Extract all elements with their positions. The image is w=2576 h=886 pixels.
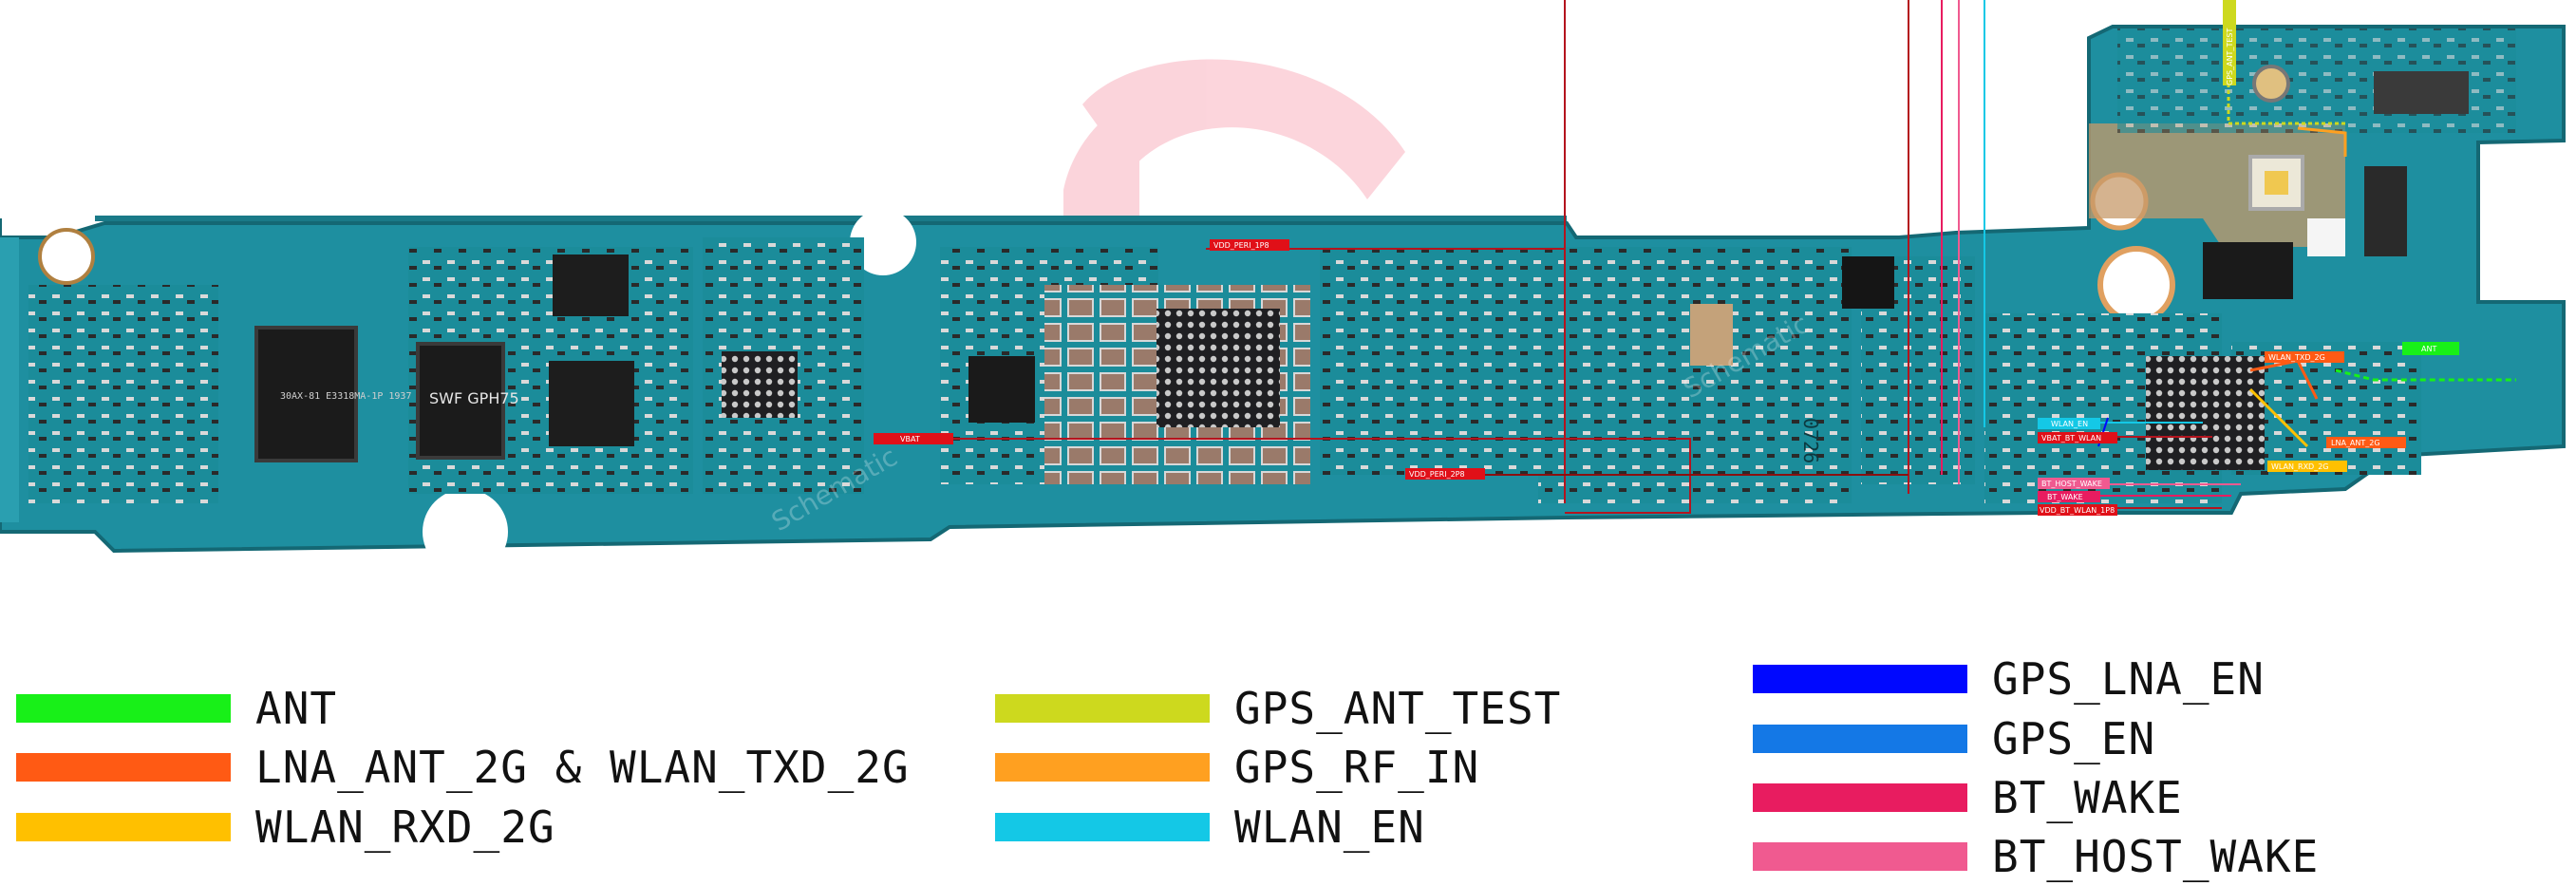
tag-vbat-bt-wlan: VBAT_BT_WLAN [2038,432,2117,443]
svg-text:ANT: ANT [2421,345,2436,353]
legend-label: WLAN_EN [1234,801,1425,853]
legend-swatch [16,813,231,841]
svg-text:VDD_PERI_1P8: VDD_PERI_1P8 [1213,241,1269,250]
svg-text:WLAN_EN: WLAN_EN [2051,420,2088,428]
legend-swatch [1753,665,1967,693]
legend-item-gps-lna-en: GPS_LNA_EN [1753,653,2265,705]
tag-wlan-en: WLAN_EN [2038,418,2100,429]
tag-vbat: VBAT [874,433,953,444]
legend-label: GPS_RF_IN [1234,742,1480,793]
legend-label: ANT [255,683,338,734]
legend-item-bt-wake: BT_WAKE [1753,772,2183,823]
legend-swatch [995,813,1210,841]
tag-vdd-peri-1p8: VDD_PERI_1P8 [1210,239,1289,251]
svg-text:VDD_PERI_2P8: VDD_PERI_2P8 [1409,470,1465,479]
pm-chip-marking: SWF GPH75 [429,389,519,407]
svg-text:BT_WAKE: BT_WAKE [2047,493,2083,501]
legend-item-bt-host-wake: BT_HOST_WAKE [1753,831,2319,882]
legend-label: GPS_ANT_TEST [1234,683,1562,734]
legend-item-wlan-rxd-2g: WLAN_RXD_2G [16,801,555,853]
svg-text:BT_HOST_WAKE: BT_HOST_WAKE [2041,480,2102,488]
legend-label: GPS_EN [1992,713,2156,764]
svg-text:VBAT: VBAT [900,435,920,443]
svg-text:VBAT_BT_WLAN: VBAT_BT_WLAN [2041,434,2101,443]
svg-text:GPS_ANT_TEST: GPS_ANT_TEST [2226,28,2234,85]
legend-swatch [1753,783,1967,812]
tag-ant: ANT [2402,342,2459,355]
legend-item-lna-ant-2g-wlan-txd-2g: LNA_ANT_2G & WLAN_TXD_2G [16,742,910,793]
legend-item-wlan-en: WLAN_EN [995,801,1425,853]
legend-swatch [16,753,231,782]
legend-swatch [16,694,231,723]
legend-item-gps-rf-in: GPS_RF_IN [995,742,1479,793]
legend-item-ant: ANT [16,683,337,734]
tag-bt-host-wake: BT_HOST_WAKE [2038,478,2110,489]
legend-swatch [1753,842,1967,871]
tag-wlan-rxd-2g: WLAN_RXD_2G [2267,461,2347,472]
svg-text:WLAN_RXD_2G: WLAN_RXD_2G [2271,462,2329,471]
rf-chip-marking: 30AX-81 E3318MA-1P 1937 NH [280,391,429,402]
pcb-board-image: 30AX-81 E3318MA-1P 1937 NH SWF GPH75 072… [0,0,2566,554]
board-code-marking: 0726 [1799,418,1822,463]
legend-label: BT_HOST_WAKE [1992,831,2320,882]
tag-bt-wake: BT_WAKE [2038,491,2100,502]
legend-label: LNA_ANT_2G & WLAN_TXD_2G [255,742,910,793]
legend-swatch [995,694,1210,723]
legend-swatch [995,753,1210,782]
net-tags: VDD_PERI_1P8 VBAT VDD_PERI_2P8 WLAN_EN V… [874,0,2459,516]
legend-label: GPS_LNA_EN [1992,653,2265,705]
legend-item-gps-ant-test: GPS_ANT_TEST [995,683,1561,734]
svg-text:LNA_ANT_2G: LNA_ANT_2G [2331,439,2380,447]
legend-item-gps-en: GPS_EN [1753,713,2155,764]
tag-gps-ant-test: GPS_ANT_TEST [2223,0,2236,85]
tag-wlan-txd-2g: WLAN_TXD_2G [2265,351,2344,363]
tag-vdd-bt-wlan-1p8: VDD_BT_WLAN_1P8 [2038,504,2117,516]
legend-label: WLAN_RXD_2G [255,801,555,853]
tag-lna-ant-2g: LNA_ANT_2G [2326,437,2406,448]
legend-label: BT_WAKE [1992,772,2183,823]
svg-text:WLAN_TXD_2G: WLAN_TXD_2G [2268,353,2325,362]
tag-vdd-peri-2p8: VDD_PERI_2P8 [1405,468,1485,480]
legend-swatch [1753,725,1967,753]
svg-text:VDD_BT_WLAN_1P8: VDD_BT_WLAN_1P8 [2040,506,2115,515]
